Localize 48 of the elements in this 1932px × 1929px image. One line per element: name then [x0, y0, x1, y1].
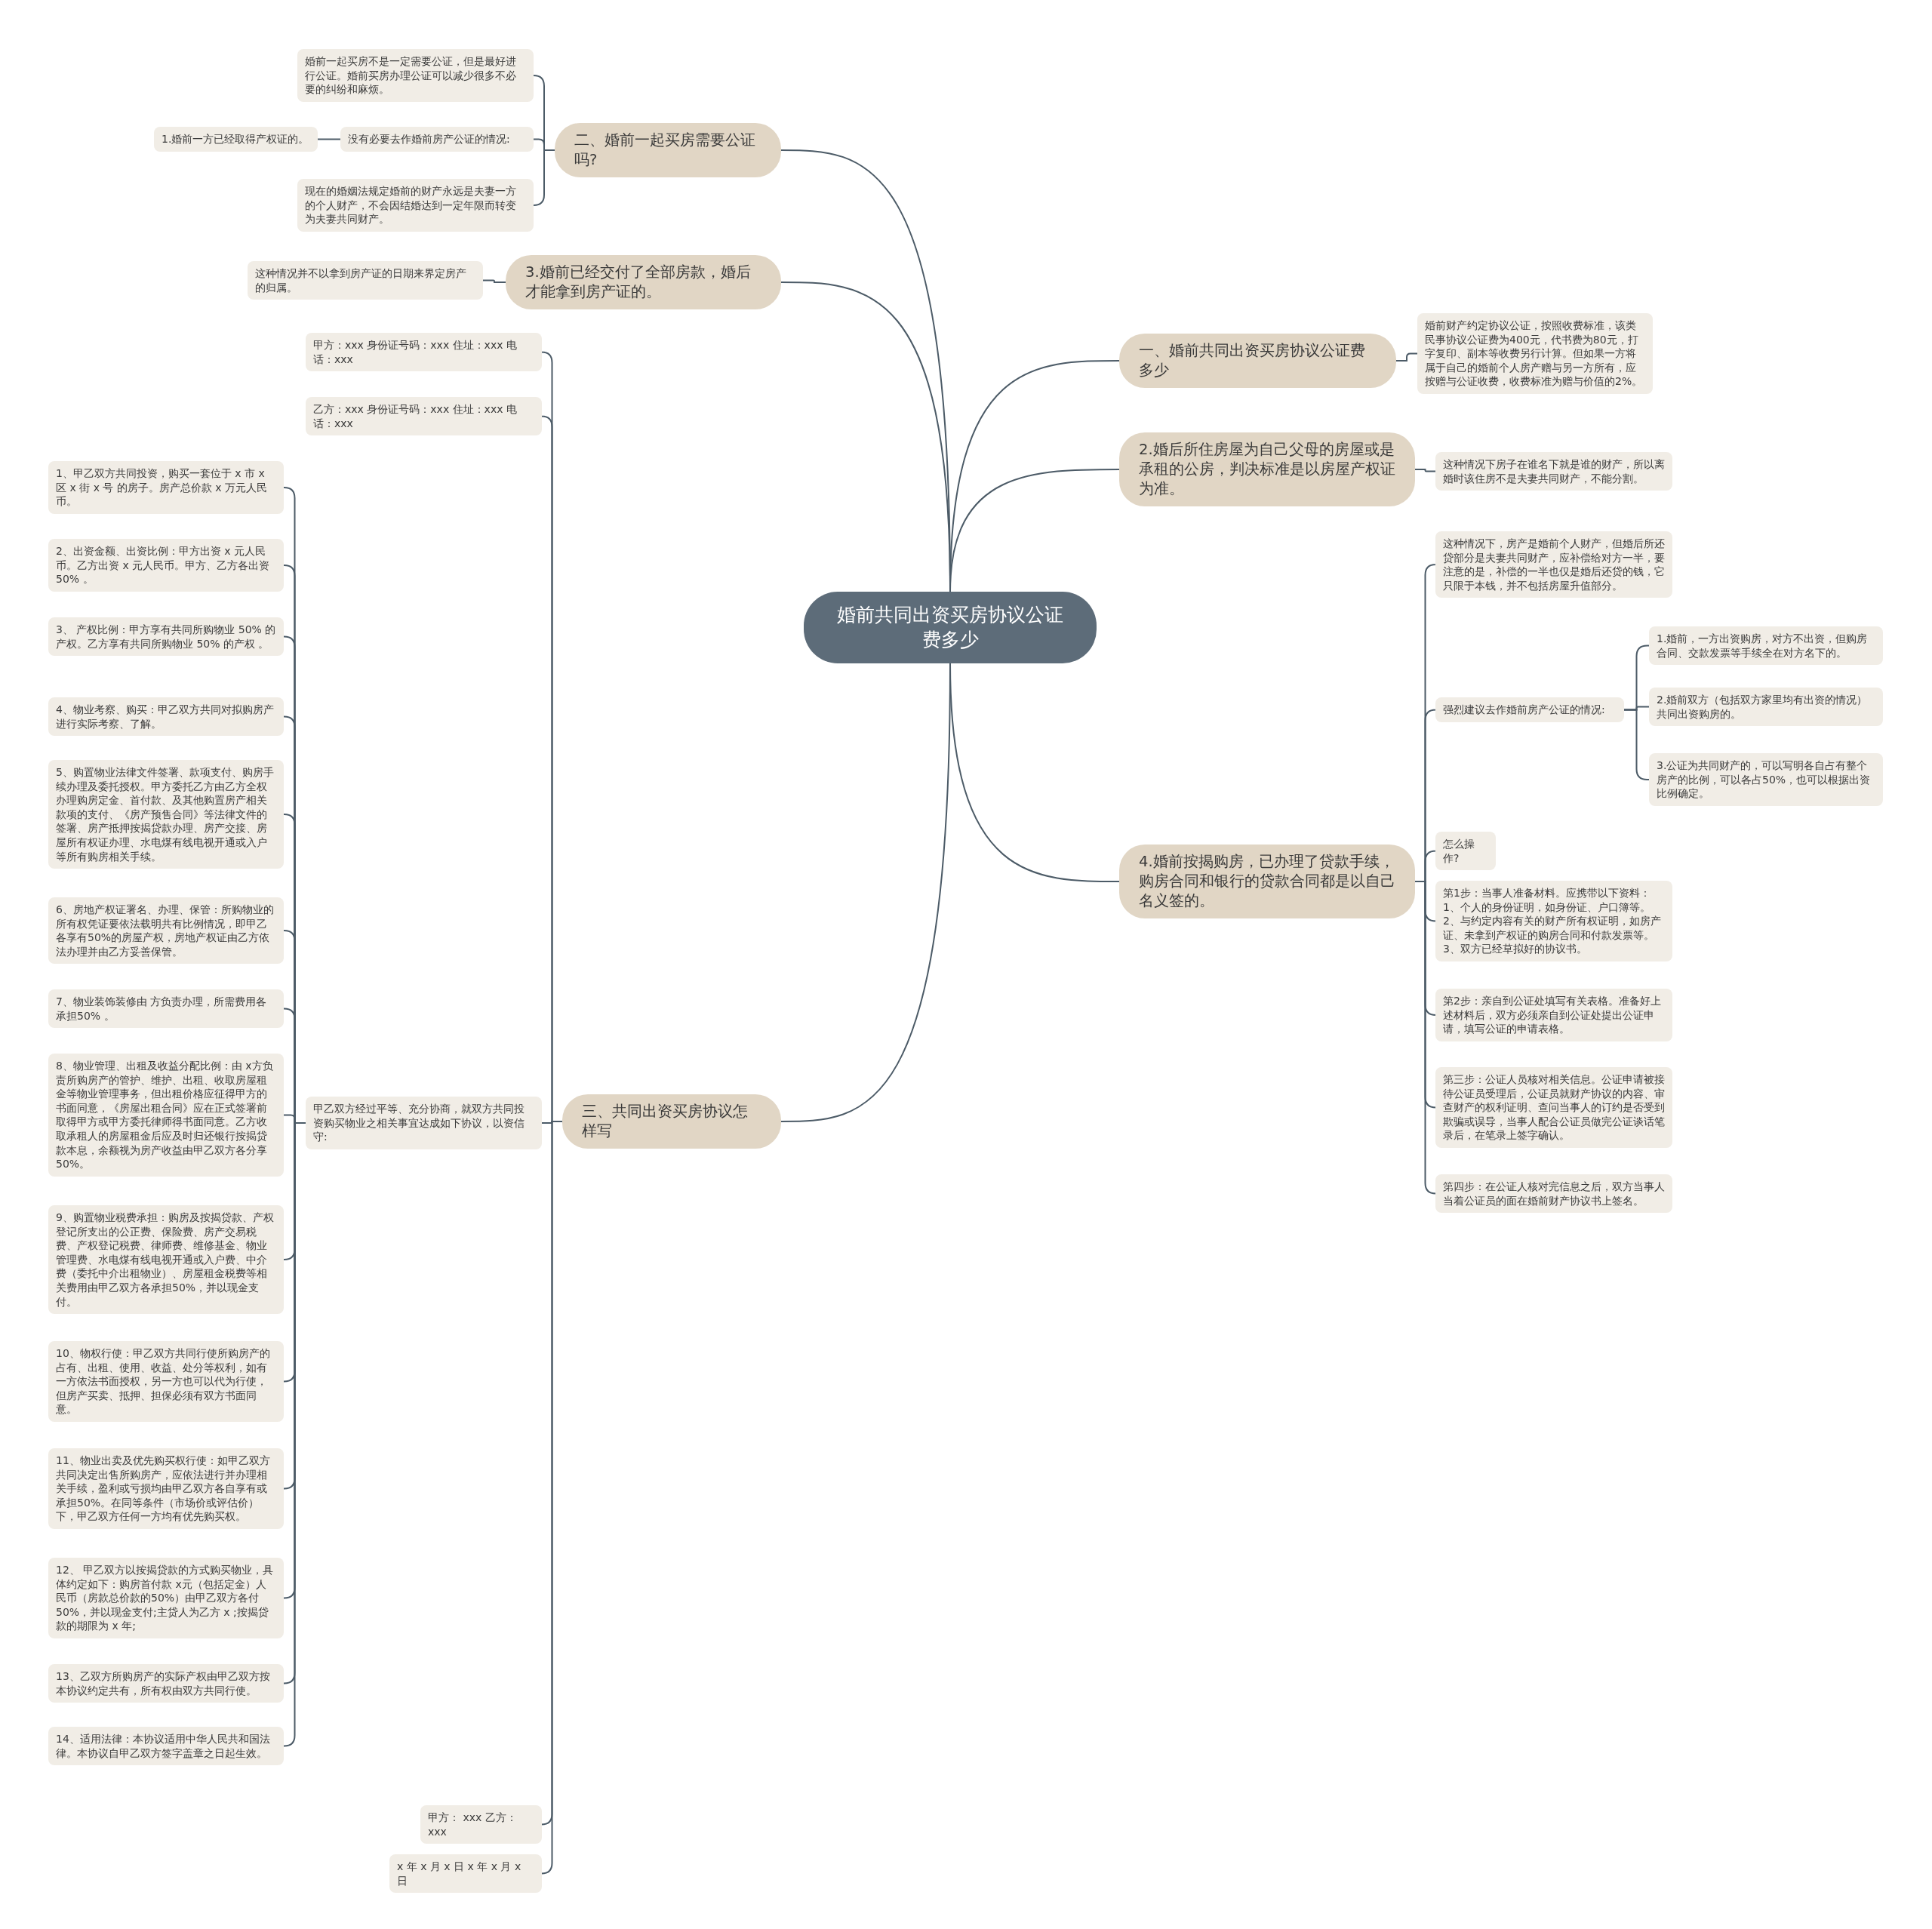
connector-line	[482, 279, 506, 283]
subtopic-box: 甲方：xxx 身份证号码：xxx 住址：xxx 电话：xxx	[306, 333, 542, 372]
subtopic-box: 4、物业考察、购买：甲乙双方共同对拟购房产进行实际考察、了解。	[48, 697, 284, 737]
subtopic-box: 婚前一起买房不是一定需要公证，但是最好进行公证。婚前买房办理公证可以减少很多不必要的纠纷和麻烦。	[297, 49, 534, 102]
connector-line	[1414, 469, 1436, 472]
topic-box: 4.婚前按揭购房，已办理了贷款手续，购房合同和银行的贷款合同都是以自己名义签的。	[1119, 845, 1415, 918]
subtopic-box: 1、甲乙双方共同投资，购买一套位于 x 市 x 区 x 街 x 号 的房子。房产总价款 x 万元人民币。	[48, 461, 284, 514]
subtopic-box: 这种情况下房子在谁名下就是谁的财产，所以离婚时该住房不是夫妻共同财产，不能分割。	[1435, 452, 1672, 491]
subtopic-box: 8、物业管理、出租及收益分配比例：由 x方负责所购房产的管护、维护、出租、收取房屋租金等物业管理事务，但出租价格应征得甲方的书面同意，《房屋出租合同》应在正式签署前取得甲方或甲方委托律师得书面同意。乙方收取承租人的房屋租金后应及时归还银行按揭贷款本息，余额视为房产收益由甲乙双方各分享50%。	[48, 1054, 284, 1177]
subtopic-box: 第2步：亲自到公证处填写有关表格。准备好上述材料后，双方必须亲自到公证处提出公证申请，填写公证的申请表格。	[1435, 989, 1672, 1041]
connector-line	[949, 469, 1120, 592]
subtopic-box: 这种情况下，房产是婚前个人财产，但婚后所还贷部分是夫妻共同财产，应补偿给对方一半，要注意的是，补偿的一半也仅是婚后还贷的钱，它只限于本钱，并不包括房屋升值部分。	[1435, 531, 1672, 598]
subtopic-box: 甲方： xxx 乙方：xxx	[420, 1805, 542, 1844]
subtopic-box: 这种情况并不以拿到房产证的日期来界定房产的归属。	[248, 261, 483, 300]
topic-box: 二、婚前一起买房需要公证吗?	[555, 123, 781, 177]
subtopic-box: x 年 x 月 x 日 x 年 x 月 x 日	[389, 1854, 542, 1894]
connector-line	[317, 138, 341, 140]
topic-box: 三、共同出资买房协议怎样写	[562, 1094, 781, 1149]
subtopic-box: 10、物权行使：甲乙双方共同行使所购房产的占有、出租、使用、收益、处分等权利，如有一方依法书面授权，另一方也可以代为行使，但房产买卖、抵押、担保必须有双方书面同意。	[48, 1341, 284, 1423]
subtopic-box: 6、房地产权证署名、办理、保管：所购物业的所有权凭证要依法载明共有比例情况，即甲乙各享有50%的房屋产权，房地产权证由乙方依法办理并由乙方妥善保管。	[48, 897, 284, 964]
topic-box: 2.婚后所住房屋为自己父母的房屋或是承租的公房，判决标准是以房屋产权证为准。	[1119, 432, 1415, 506]
subtopic-box: 2、出资金额、出资比例：甲方出资 x 元人民币。乙方出资 x 元人民币。甲方、乙方各出资50% 。	[48, 539, 284, 592]
subtopic-box: 14、适用法律：本协议适用中华人民共和国法律。本协议自甲乙双方签字盖章之日起生效。	[48, 1727, 284, 1766]
subtopic-box: 第1步：当事人准备材料。应携带以下资料：1、个人的身份证明，如身份证、户口簿等。2、与约定内容有关的财产所有权证明，如房产证、未拿到产权证的购房合同和付款发票等。3、双方已经草拟好的协议书。	[1435, 881, 1672, 962]
subtopic-box: 强烈建议去作婚前房产公证的情况:	[1435, 697, 1624, 722]
subtopic-box: 3、 产权比例：甲方享有共同所购物业 50% 的产权。乙方享有共同所购物业 50% 的产权 。	[48, 617, 284, 657]
subtopic-box: 12、 甲乙双方以按揭贷款的方式购买物业，具体约定如下：购房首付款 x元（包括定金）人民币（房款总价款的50%）由甲乙双方各付50%，并以现金支付;主贷人为乙方 x ;按揭贷款的期限为 x 年;	[48, 1558, 284, 1639]
subtopic-box: 9、购置物业税费承担：购房及按揭贷款、产权登记所支出的公正费、保险费、房产交易税费、产权登记税费、律师费、维修基金、物业管理费、水电煤有线电视开通或入户费、中介费（委托中介出租物业）、房屋租金税费等相关费用由甲乙双方各承担50%，并以现金支付。	[48, 1205, 284, 1315]
subtopic-box: 5、购置物业法律文件签署、款项支付、购房手续办理及委托授权。甲方委托乙方由乙方全权办理购房定金、首付款、及其他购置房产相关款项的支付、《房产预售合同》等法律文件的签署、房产抵押按揭贷款办理、房产交接、房屋所有权证办理、水电煤有线电视开通或入户等所有购房相关手续。	[48, 760, 284, 869]
subtopic-box: 11、物业出卖及优先购买权行使：如甲乙双方共同决定出售所购房产，应依法进行并办理相关手续，盈利或亏损均由甲乙双方各自享有或承担50%。在同等条件（市场价或评估价）下，甲乙双方任何一方均有优先购买权。	[48, 1448, 284, 1530]
subtopic-box: 第四步：在公证人核对完信息之后，双方当事人当着公证员的面在婚前财产协议书上签名。	[1435, 1174, 1672, 1214]
subtopic-box: 婚前财产约定协议公证，按照收费标准，该类民事协议公证费为400元，代书费为80元，打字复印、副本等收费另行计算。但如果一方将属于自己的婚前个人房产赠与另一方所有，应按赠与公证收费，收费标准为赠与价值的2%。	[1417, 313, 1653, 395]
connector-line	[1395, 352, 1418, 361]
subtopic-box: 1.婚前，一方出资购房，对方不出资，但购房合同、交款发票等手续全在对方名下的。	[1649, 626, 1883, 666]
topic-box: 一、婚前共同出资买房协议公证费多少	[1119, 334, 1396, 388]
subtopic-box: 甲乙双方经过平等、充分协商，就双方共同投资购买物业之相关事宜达成如下协议，以资信守:	[306, 1097, 542, 1149]
subtopic-box: 怎么操作?	[1435, 832, 1496, 871]
subtopic-box: 7、物业装饰装修由 方负责办理，所需费用各承担50% 。	[48, 989, 284, 1029]
topic-box: 3.婚前已经交付了全部房款，婚后才能拿到房产证的。	[506, 255, 781, 309]
subtopic-box: 现在的婚姻法规定婚前的财产永远是夫妻一方的个人财产，不会因结婚达到一定年限而转变为夫妻共同财产。	[297, 179, 534, 232]
subtopic-box: 13、乙双方所购房产的实际产权由甲乙双方按本协议约定共有，所有权由双方共同行使。	[48, 1664, 284, 1703]
subtopic-box: 1.婚前一方已经取得产权证的。	[154, 127, 318, 152]
subtopic-box: 2.婚前双方（包括双方家里均有出资的情况）共同出资购房的。	[1649, 688, 1883, 727]
subtopic-box: 没有必要去作婚前房产公证的情况:	[340, 127, 534, 152]
central-topic: 婚前共同出资买房协议公证费多少	[804, 592, 1097, 663]
subtopic-box: 第三步：公证人员核对相关信息。公证申请被接待公证员受理后，公证员就财产协议的内容、审查财产的权利证明、查问当事人的订约是否受到欺骗或误导，当事人配合公证员做完公证谈话笔录后，在笔录上签字确认。	[1435, 1067, 1672, 1149]
subtopic-box: 乙方：xxx 身份证号码：xxx 住址：xxx 电话：xxx	[306, 397, 542, 436]
subtopic-box: 3.公证为共同财产的，可以写明各自占有整个房产的比例，可以各占50%，也可以根据出资比例确定。	[1649, 753, 1883, 806]
